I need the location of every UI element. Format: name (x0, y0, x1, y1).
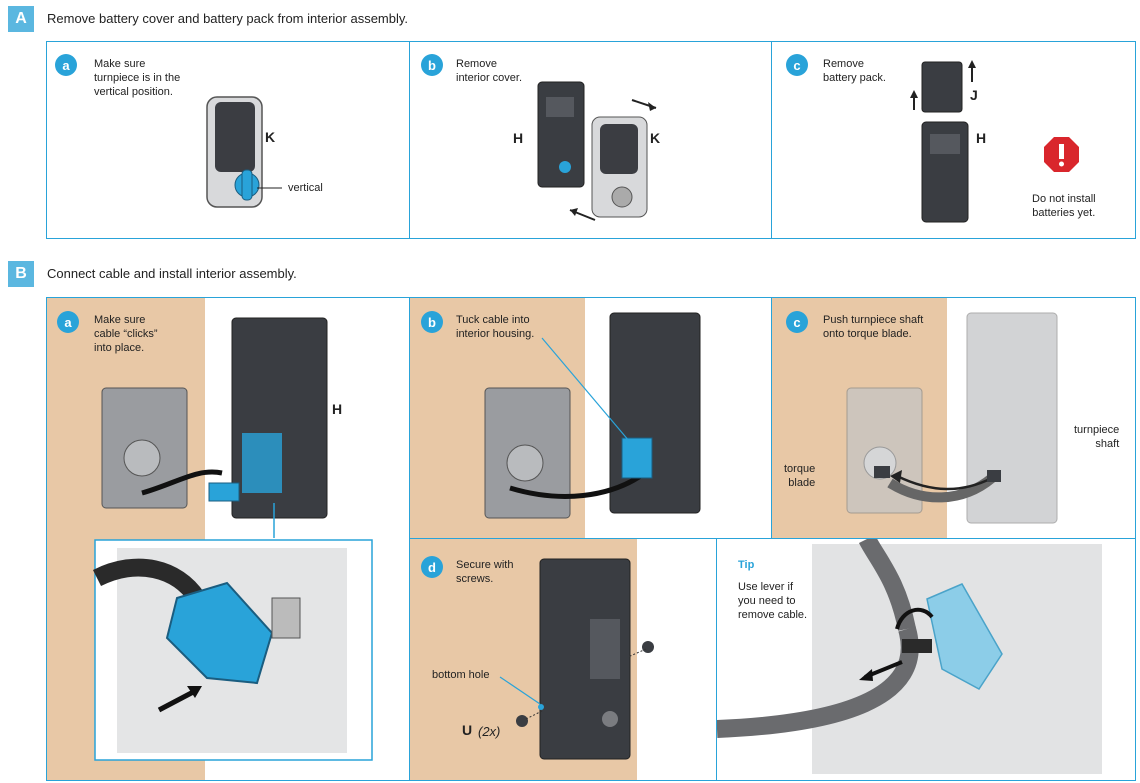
interior-cover-illustration (537, 81, 657, 221)
panel-tip: Tip Use lever if you need to remove cabl… (716, 538, 1136, 781)
label-vertical: vertical (288, 182, 323, 194)
panel-a-c: c Remove battery pack. J H Do not instal… (771, 41, 1136, 239)
section-b-title: Connect cable and install interior assem… (47, 266, 297, 281)
step-badge: c (786, 311, 808, 333)
step-badge: b (421, 311, 443, 333)
lock-exterior-illustration (206, 96, 282, 208)
panel-b-b: b Tuck cable into interior housing. (409, 297, 773, 540)
step-text: Secure with screws. (456, 559, 514, 585)
step-badge: a (57, 311, 79, 333)
label-bottom-hole: bottom hole (432, 669, 490, 681)
panel-b-a: a Make sure cable “clicks” into place. H (46, 297, 411, 781)
step-badge: d (421, 556, 443, 578)
label-h: H (976, 130, 987, 146)
step-text: Make sure cable “clicks” into place. (94, 314, 158, 354)
tuck-cable-illustration (484, 312, 701, 519)
tip-title: Tip (738, 559, 755, 571)
step-text: Remove battery pack. (823, 58, 886, 84)
step-text: Remove interior cover. (456, 58, 523, 84)
step-badge: c (786, 54, 808, 76)
step-badge: b (421, 54, 443, 76)
label-torque-blade: torque blade (784, 463, 816, 489)
torque-blade-illustration (846, 312, 1058, 524)
cable-connect-illustration (92, 317, 373, 761)
tip-text: Use lever if you need to remove cable. (738, 581, 808, 621)
label-h: H (332, 401, 343, 417)
secure-screws-illustration (499, 558, 654, 760)
label-j: J (970, 87, 978, 103)
step-text: Tuck cable into interior housing. (456, 314, 535, 340)
panel-a-a: a Make sure turnpiece is in the vertical… (46, 41, 411, 239)
label-k: K (650, 130, 661, 146)
label-k: K (265, 129, 276, 145)
label-turnpiece-shaft: turnpiece shaft (1074, 424, 1120, 450)
panel-a-b: b Remove interior cover. H K (409, 41, 773, 239)
step-badge: a (55, 54, 77, 76)
panel-b-d: d Secure with screws. bottom hole U (2x) (409, 538, 718, 781)
battery-pack-illustration (910, 60, 1079, 223)
section-a-title: Remove battery cover and battery pack fr… (47, 11, 409, 26)
step-text: Make sure turnpiece is in the vertical p… (94, 58, 181, 98)
label-quantity: (2x) (478, 724, 501, 739)
section-a-badge: A (8, 6, 34, 32)
label-h: H (513, 130, 524, 146)
lever-illustration (717, 539, 1102, 774)
step-text: Push turnpiece shaft onto torque blade. (823, 314, 924, 340)
label-u: U (462, 722, 473, 738)
warning-text: Do not install batteries yet. (1032, 193, 1096, 219)
panel-b-c: c Push turnpiece shaft onto torque blade… (771, 297, 1136, 540)
section-b-badge: B (8, 261, 34, 287)
